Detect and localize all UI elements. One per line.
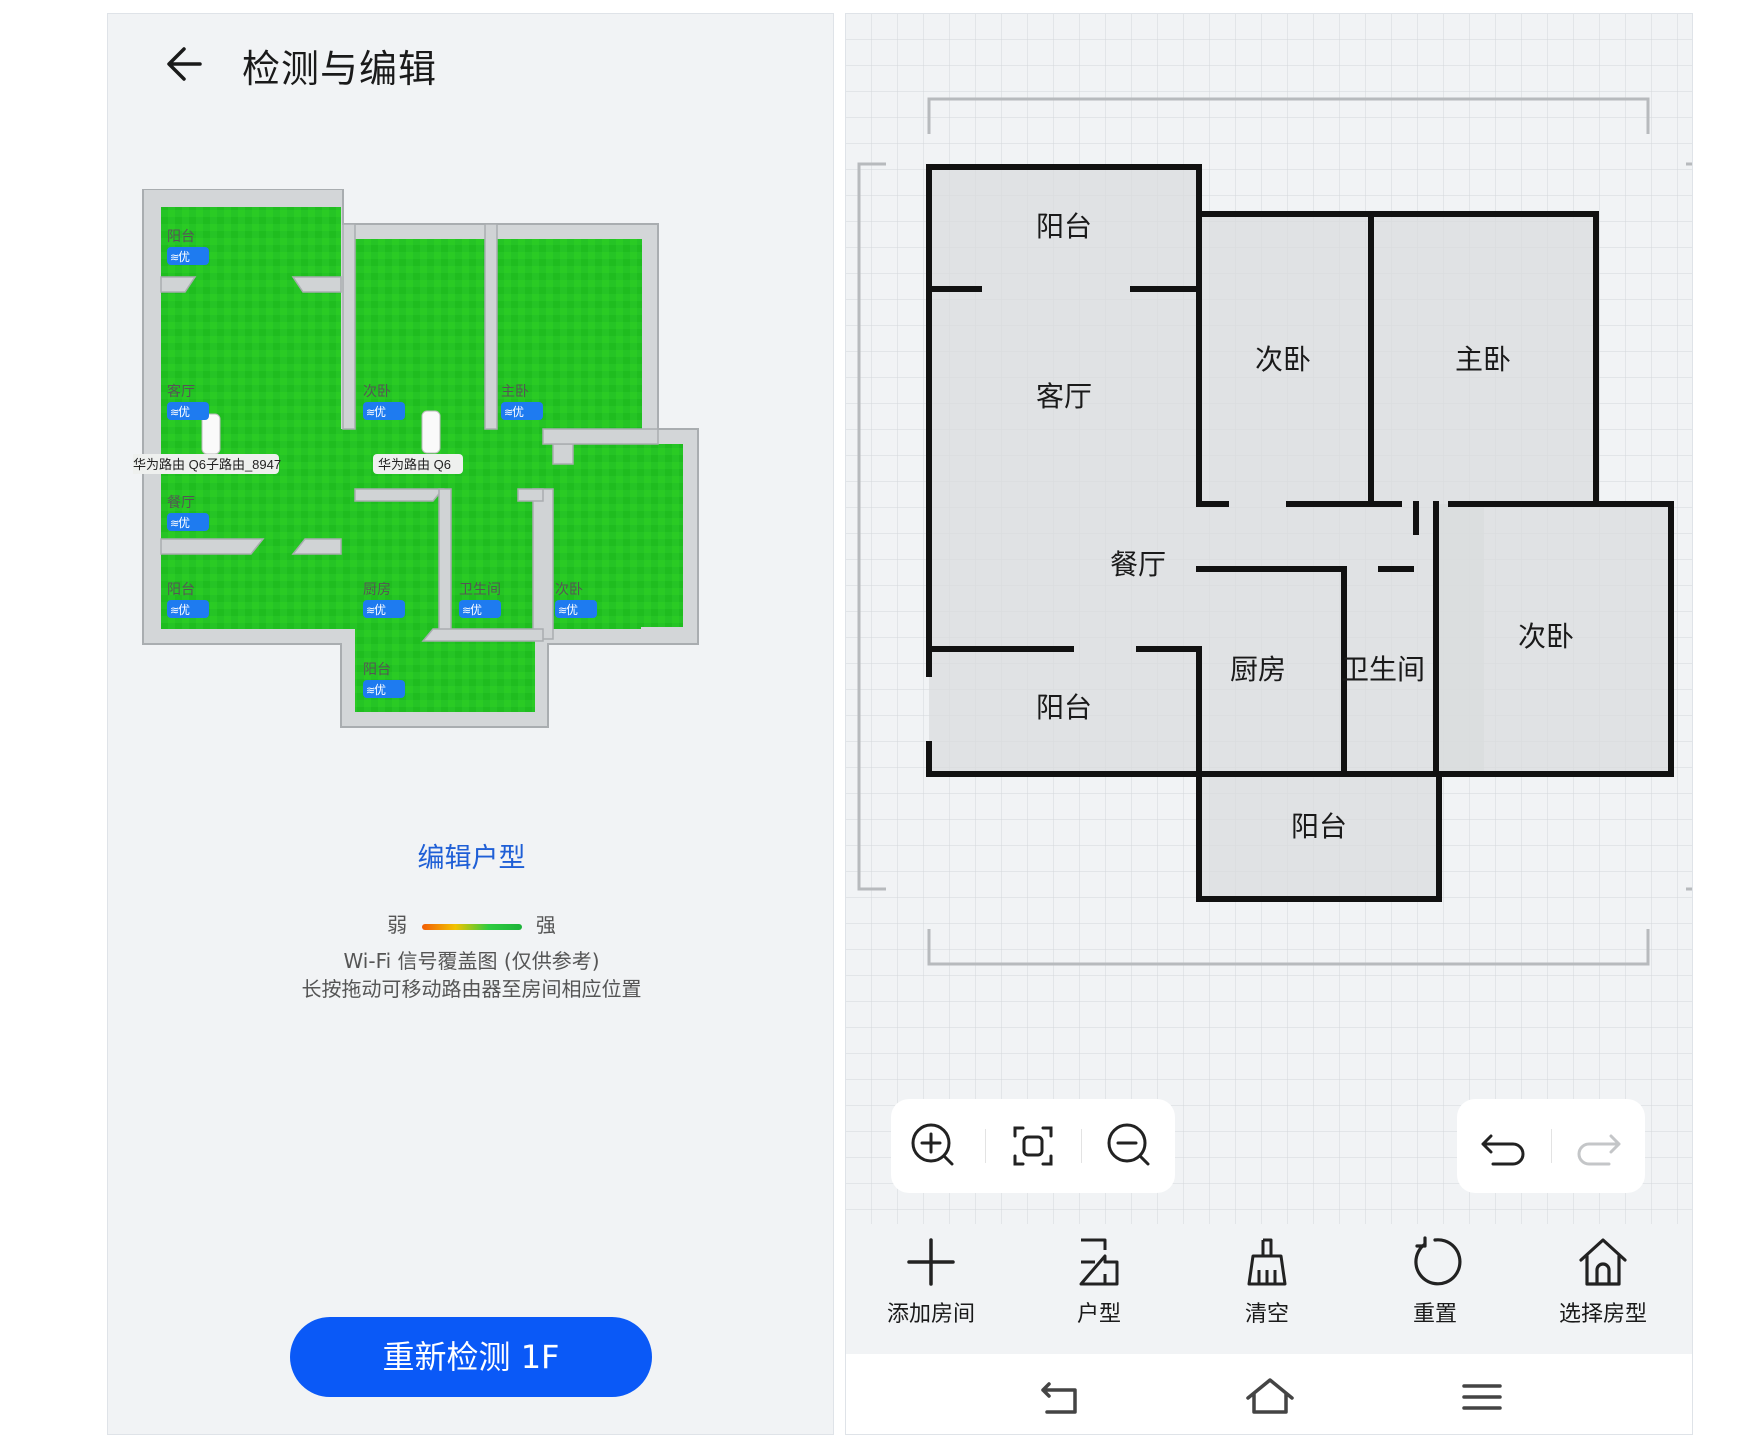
wifi-coverage-map: 阳台 优 ≋ 客厅 优 ≋ 次卧 优 ≋ 主卧 优 ≋ <box>133 189 699 728</box>
history-toolbar <box>1457 1099 1645 1193</box>
svg-text:阳台: 阳台 <box>363 661 391 677</box>
svg-text:≋: ≋ <box>558 605 567 617</box>
router-label-sub: 华为路由 Q6子路由_8947 <box>133 457 281 472</box>
room-tag: 餐厅 优 ≋ <box>167 494 209 531</box>
room-tag: 阳台 优 ≋ <box>167 581 209 618</box>
redetect-button[interactable]: 重新检测 1F <box>290 1317 652 1397</box>
edit-floorplan-link[interactable]: 编辑户型 <box>417 843 526 874</box>
room-label: 主卧 <box>1455 344 1511 375</box>
svg-text:优: 优 <box>566 603 578 617</box>
svg-text:≋: ≋ <box>170 252 179 264</box>
svg-text:优: 优 <box>178 603 190 617</box>
room-tag: 卫生间 优 ≋ <box>459 581 501 618</box>
house-icon <box>1579 1238 1627 1286</box>
fit-screen-icon[interactable] <box>993 1106 1073 1186</box>
svg-text:优: 优 <box>178 516 190 530</box>
room-label: 次卧 <box>1518 621 1574 652</box>
floorplan-icon <box>1079 1238 1119 1286</box>
svg-text:优: 优 <box>512 405 524 419</box>
back-nav-icon[interactable] <box>1031 1372 1091 1422</box>
back-arrow-icon[interactable] <box>158 34 218 94</box>
room-tag: 主卧 优 ≋ <box>501 383 543 420</box>
svg-text:主卧: 主卧 <box>501 383 529 399</box>
room-tag: 客厅 优 ≋ <box>167 383 209 420</box>
room-label: 客厅 <box>1036 381 1092 412</box>
svg-text:阳台: 阳台 <box>167 228 195 244</box>
room-label: 厨房 <box>1230 654 1286 685</box>
legend-weak: 弱 <box>387 913 408 937</box>
floorplan-canvas[interactable]: 阳台 客厅 次卧 主卧 餐厅 厨房 卫生间 次卧 阳台 阳台 <box>846 14 1693 1224</box>
svg-text:卫生间: 卫生间 <box>459 581 501 597</box>
redo-icon[interactable] <box>1559 1106 1639 1186</box>
svg-text:阳台: 阳台 <box>167 581 195 597</box>
room-label: 阳台 <box>1036 211 1092 242</box>
plus-icon <box>907 1238 955 1286</box>
svg-text:≋: ≋ <box>366 685 375 697</box>
svg-text:≋: ≋ <box>170 605 179 617</box>
svg-text:≋: ≋ <box>170 518 179 530</box>
choose-layout-button[interactable]: 选择房型 <box>1538 1234 1668 1328</box>
svg-text:厨房: 厨房 <box>363 581 391 597</box>
reset-button[interactable]: 重置 <box>1370 1234 1500 1328</box>
floorplan-button[interactable]: 户型 <box>1034 1234 1164 1328</box>
svg-text:客厅: 客厅 <box>167 383 195 399</box>
signal-legend: 弱 强 <box>108 909 835 938</box>
home-nav-icon[interactable] <box>1240 1372 1300 1422</box>
svg-text:优: 优 <box>178 405 190 419</box>
svg-text:优: 优 <box>374 405 386 419</box>
svg-text:次卧: 次卧 <box>363 383 391 399</box>
svg-text:优: 优 <box>178 250 190 264</box>
coverage-caption: Wi-Fi 信号覆盖图 (仅供参考) 长按拖动可移动路由器至房间相应位置 <box>108 947 835 1003</box>
menu-nav-icon[interactable] <box>1452 1372 1512 1422</box>
room-label: 次卧 <box>1255 344 1311 375</box>
svg-text:≋: ≋ <box>462 605 471 617</box>
svg-text:优: 优 <box>374 683 386 697</box>
svg-text:≋: ≋ <box>504 407 513 419</box>
svg-text:餐厅: 餐厅 <box>167 494 195 510</box>
legend-strong: 强 <box>535 913 556 937</box>
zoom-in-icon[interactable] <box>894 1106 974 1186</box>
caption-line-2: 长按拖动可移动路由器至房间相应位置 <box>301 977 642 1001</box>
room-label: 阳台 <box>1036 692 1092 723</box>
room-tag: 次卧 优 ≋ <box>363 383 405 420</box>
svg-text:次卧: 次卧 <box>555 581 583 597</box>
clear-button[interactable]: 清空 <box>1202 1234 1332 1328</box>
svg-text:≋: ≋ <box>366 605 375 617</box>
system-nav-bar <box>846 1354 1692 1434</box>
reset-icon <box>1414 1236 1462 1286</box>
router-label-main: 华为路由 Q6 <box>378 457 451 472</box>
room-tag: 次卧 优 ≋ <box>555 581 597 618</box>
zoom-out-icon[interactable] <box>1090 1106 1170 1186</box>
detect-edit-screen: 检测与编辑 <box>107 13 834 1435</box>
room-tag: 阳台 优 ≋ <box>363 661 405 698</box>
floorplan-editor: 阳台 客厅 次卧 主卧 餐厅 厨房 卫生间 次卧 阳台 阳台 <box>845 13 1693 1435</box>
room-label: 卫生间 <box>1341 654 1425 685</box>
undo-icon[interactable] <box>1463 1106 1543 1186</box>
bottom-toolbar: 添加房间 户型 清空 重置 选择房型 <box>846 1224 1692 1354</box>
svg-text:优: 优 <box>374 603 386 617</box>
svg-text:≋: ≋ <box>366 407 375 419</box>
add-room-button[interactable]: 添加房间 <box>866 1234 996 1328</box>
page-title: 检测与编辑 <box>242 47 438 91</box>
svg-text:≋: ≋ <box>170 407 179 419</box>
svg-text:优: 优 <box>470 603 482 617</box>
room-label: 阳台 <box>1291 811 1347 842</box>
legend-gradient-bar <box>421 923 522 930</box>
zoom-toolbar <box>891 1099 1175 1193</box>
broom-icon <box>1247 1238 1287 1286</box>
room-tag: 厨房 优 ≋ <box>363 581 405 618</box>
room-label: 餐厅 <box>1110 549 1166 580</box>
room-tag: 阳台 优 ≋ <box>167 228 209 265</box>
caption-line-1: Wi-Fi 信号覆盖图 (仅供参考) <box>343 949 600 973</box>
